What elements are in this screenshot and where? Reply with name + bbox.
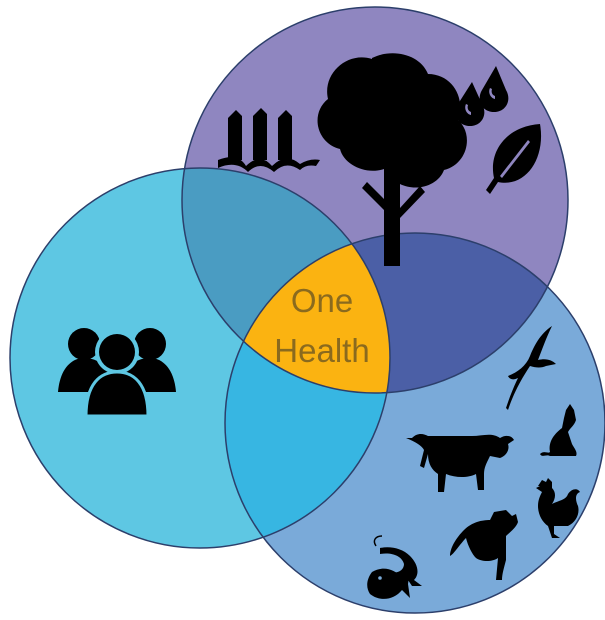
cat-icon xyxy=(540,404,577,456)
wheat-icon xyxy=(218,108,320,172)
cow-icon xyxy=(406,434,514,492)
fish-icon xyxy=(367,568,410,599)
rooster-icon xyxy=(536,478,580,538)
tree-icon xyxy=(317,53,467,266)
shrimp-icon xyxy=(373,535,422,586)
bird-icon xyxy=(506,326,556,410)
people-group-icon xyxy=(58,328,176,418)
water-drops-icon xyxy=(455,66,509,126)
one-health-label-line2: Health xyxy=(274,332,369,369)
fox-icon xyxy=(450,510,518,580)
leaf-icon xyxy=(486,124,542,194)
one-health-label-line1: One xyxy=(291,282,353,319)
